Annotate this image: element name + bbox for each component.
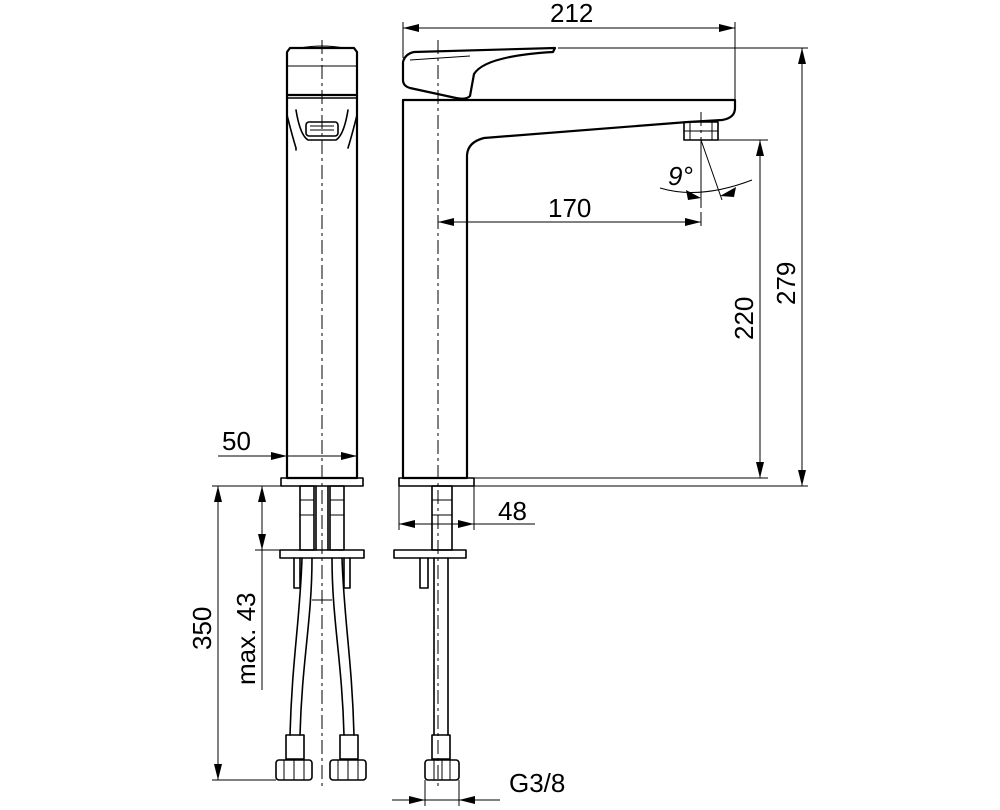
dim-base-width: 48 [498,496,527,526]
dimension-lines [212,22,808,806]
dim-hose-length: 350 [187,607,217,650]
dim-spray-angle: 9° [668,161,693,191]
dim-thread: G3/8 [509,768,565,798]
dim-body-width: 50 [222,426,251,456]
side-lever [401,46,557,100]
dim-mount-thickness: max. 43 [231,593,261,686]
front-view [275,40,367,790]
dim-height-total: 279 [771,262,801,305]
side-view [393,40,737,790]
dim-overall-length: 212 [550,0,593,28]
dim-height-outlet: 220 [729,297,759,340]
side-body [401,98,737,480]
dim-spout-reach: 170 [548,193,591,223]
